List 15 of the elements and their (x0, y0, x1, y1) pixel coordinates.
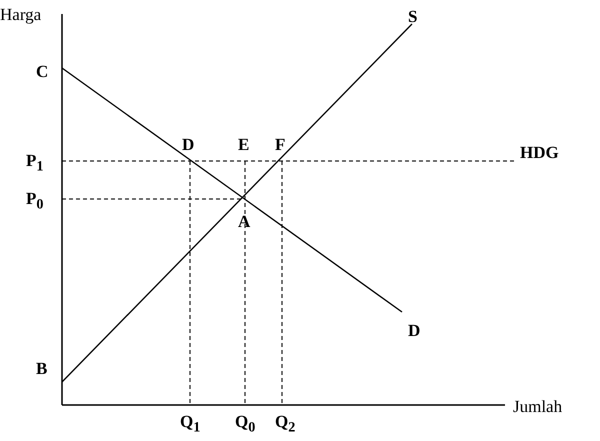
axis-title: Jumlah (513, 398, 562, 415)
point-label: C (36, 63, 48, 80)
point-label: E (238, 136, 250, 153)
point-label: F (275, 136, 286, 153)
curve-label: HDG (520, 144, 559, 161)
quantity-label: Q$_{1}$ (180, 413, 200, 435)
point-label: B (36, 360, 48, 377)
axis-title: Harga (0, 6, 42, 23)
point-label: D (182, 136, 194, 153)
curve-label: S (408, 8, 418, 25)
quantity-label: Q$_{2}$ (275, 413, 296, 435)
curve-label: D (408, 322, 420, 339)
quantity-label: Q$_{0}$ (235, 413, 256, 435)
price-label: P$_{1}$ (26, 152, 44, 174)
price-label: P$_{0}$ (26, 190, 44, 212)
